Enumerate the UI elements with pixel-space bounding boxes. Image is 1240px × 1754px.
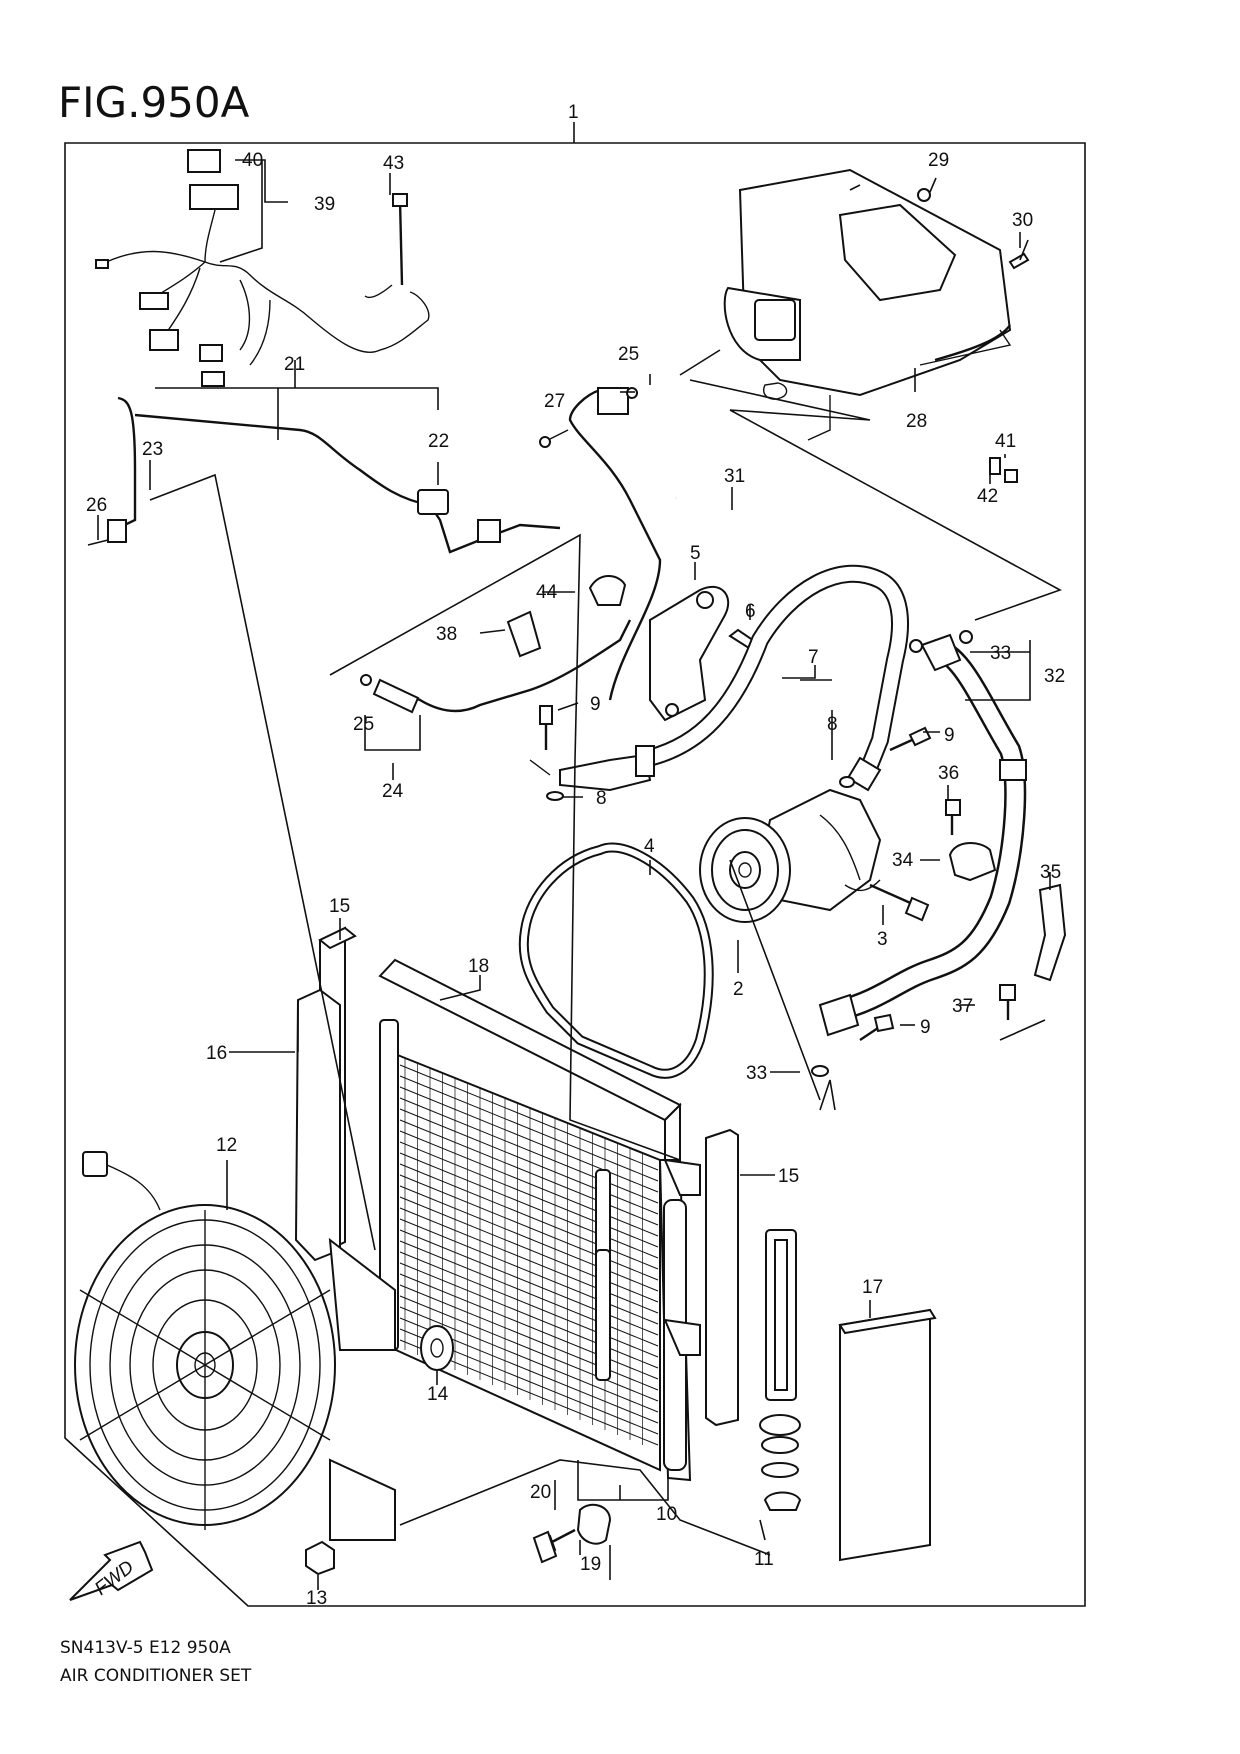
callout-4: 4 <box>644 836 655 857</box>
callout-22: 22 <box>428 431 449 452</box>
callout-43: 43 <box>383 153 404 174</box>
suction-hose <box>818 633 1027 1037</box>
condenser-fin <box>399 1284 659 1391</box>
figure-code: SN413V-5 E12 950A <box>60 1638 231 1658</box>
figure-name: AIR CONDITIONER SET <box>60 1666 252 1686</box>
condenser-fin <box>399 1240 659 1347</box>
liquid-pipe-assembly <box>87 396 561 554</box>
callout-27: 27 <box>544 391 565 412</box>
callout-9a: 9 <box>590 694 601 715</box>
callout-1: 1 <box>568 102 579 123</box>
condenser-fin <box>399 1207 659 1314</box>
callout-23: 23 <box>142 439 163 460</box>
callout-44: 44 <box>536 582 558 603</box>
condenser-fan <box>74 1151 396 1541</box>
callout-30: 30 <box>1012 210 1033 231</box>
condenser-fin <box>399 1273 659 1380</box>
thermistor-sensor <box>364 193 408 299</box>
condenser-fin <box>399 1185 659 1292</box>
callout-16: 16 <box>206 1043 227 1064</box>
callout-3: 3 <box>877 929 888 950</box>
ac-wiring-harness <box>95 149 430 387</box>
condenser-fin <box>399 1108 659 1215</box>
callout-42: 42 <box>977 486 998 507</box>
callout-33a: 33 <box>990 643 1011 664</box>
condenser-fin <box>399 1141 659 1248</box>
callout-9b: 9 <box>944 725 955 746</box>
callout-9c: 9 <box>920 1017 931 1038</box>
condenser-fin <box>399 1152 659 1259</box>
condenser-fin <box>399 1262 659 1369</box>
callout-25b: 25 <box>353 714 374 735</box>
v-belt <box>518 842 714 1079</box>
callout-14: 14 <box>427 1384 449 1405</box>
discharge-pipe <box>360 387 638 714</box>
figure-title: FIG.950A <box>58 78 250 127</box>
assembly-frame <box>64 142 1086 1607</box>
callout-8a: 8 <box>827 714 838 735</box>
callout-38: 38 <box>436 624 457 645</box>
callout-13: 13 <box>306 1588 327 1609</box>
callout-18: 18 <box>468 956 489 977</box>
callout-17: 17 <box>862 1277 883 1298</box>
callout-28: 28 <box>906 411 927 432</box>
callout-33b: 33 <box>746 1063 767 1084</box>
callout-10: 10 <box>656 1504 677 1525</box>
callout-41: 41 <box>995 431 1016 452</box>
side-seal-right <box>705 1128 739 1427</box>
fwd-arrow-icon: FWD <box>69 1540 154 1601</box>
leader-lines <box>97 159 1062 1590</box>
callout-11: 11 <box>754 1549 774 1570</box>
condenser-fin <box>399 1119 659 1226</box>
suction-pipe <box>539 387 662 701</box>
condenser-fin <box>399 1251 659 1358</box>
callout-15b: 15 <box>778 1166 799 1187</box>
callout-6: 6 <box>745 601 756 622</box>
condenser-fin <box>399 1064 659 1171</box>
condenser-fin <box>399 1229 659 1336</box>
condenser-fin <box>399 1097 659 1204</box>
condenser-fin <box>399 1295 659 1402</box>
lower-seal <box>294 988 341 1262</box>
callout-21: 21 <box>284 354 305 375</box>
callout-40: 40 <box>242 150 263 171</box>
condenser-fin <box>399 1163 659 1270</box>
callout-37: 37 <box>952 996 973 1017</box>
callout-24: 24 <box>382 781 404 802</box>
callout-5: 5 <box>690 543 701 564</box>
discharge-hose <box>529 564 909 792</box>
callout-2: 2 <box>733 979 744 1000</box>
callout-labels: 1 40 39 43 29 30 21 25 27 28 23 22 41 42… <box>86 102 1065 1609</box>
ac-filter <box>839 1308 931 1562</box>
callout-12: 12 <box>216 1135 237 1156</box>
receiver-drier <box>759 1229 802 1511</box>
callout-32: 32 <box>1044 666 1065 687</box>
compressor <box>699 788 882 923</box>
callout-20: 20 <box>530 1482 551 1503</box>
condenser-fin <box>399 1174 659 1281</box>
callout-36: 36 <box>938 763 959 784</box>
condenser-fin <box>399 1075 659 1182</box>
callout-29: 29 <box>928 150 949 171</box>
condenser <box>379 1019 701 1482</box>
callout-25a: 25 <box>618 344 639 365</box>
evaporator-unit <box>723 168 1012 441</box>
condenser-fin <box>399 1218 659 1325</box>
callout-39: 39 <box>314 194 335 215</box>
callout-8b: 8 <box>596 788 607 809</box>
callout-19: 19 <box>580 1554 601 1575</box>
callout-31: 31 <box>724 466 745 487</box>
callout-35: 35 <box>1040 862 1061 883</box>
condenser-fin <box>399 1086 659 1193</box>
condenser-fin <box>399 1306 659 1413</box>
callout-15a: 15 <box>329 896 350 917</box>
callout-26: 26 <box>86 495 107 516</box>
callout-34: 34 <box>892 850 914 871</box>
condenser-fin <box>399 1130 659 1237</box>
callout-7: 7 <box>808 647 819 668</box>
compressor-bracket <box>649 585 762 722</box>
condenser-fin <box>399 1196 659 1303</box>
